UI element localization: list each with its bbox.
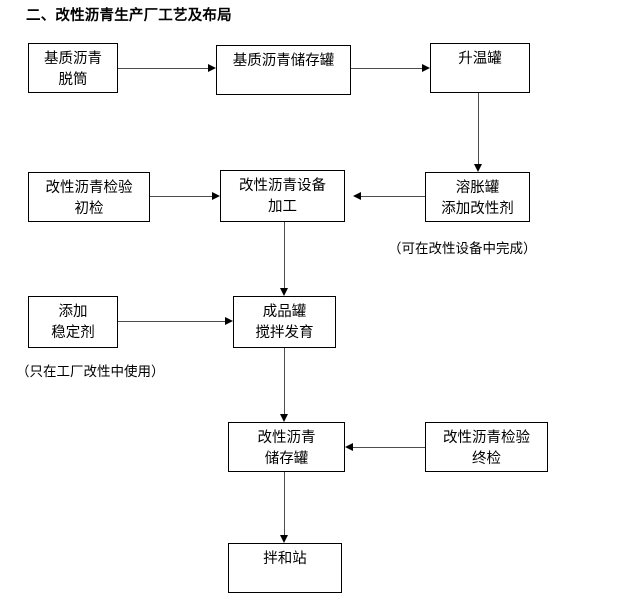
edge-n2-n3-arrowhead bbox=[422, 63, 430, 72]
node-heating-tank[interactable]: 升温罐 bbox=[430, 43, 530, 93]
edge-n3-n6-arrowhead bbox=[473, 164, 482, 172]
node-line: 基质沥青储存罐 bbox=[232, 53, 335, 69]
node-line: 添加 bbox=[58, 304, 88, 320]
edge-n7-n8-arrowhead bbox=[225, 316, 233, 325]
edge-n4-n5-arrowhead bbox=[212, 191, 220, 200]
edge-n7-n8-line bbox=[118, 321, 225, 322]
node-line: 改性沥青检验 bbox=[443, 430, 530, 446]
node-line: 搅拌发育 bbox=[255, 325, 314, 341]
node-modified-asphalt-inspection-final[interactable]: 改性沥青检验 终检 bbox=[425, 422, 548, 472]
edge-n2-n3-line bbox=[351, 68, 422, 69]
edge-n6-n5-line bbox=[361, 196, 425, 197]
node-line: 加工 bbox=[268, 199, 297, 215]
node-line: 初检 bbox=[74, 201, 104, 217]
edge-n1-n2-line bbox=[118, 68, 208, 69]
node-modified-asphalt-equipment-processing[interactable]: 改性沥青设备 加工 bbox=[220, 170, 345, 222]
node-line: 基质沥青 bbox=[44, 51, 102, 67]
node-line: 脱筒 bbox=[58, 72, 88, 88]
edge-n10-n9-arrowhead bbox=[345, 442, 353, 451]
node-add-stabilizer[interactable]: 添加 稳定剂 bbox=[28, 296, 118, 348]
edge-n8-n9-line bbox=[284, 348, 285, 414]
note-only-used-in-factory-modification: （只在工厂改性中使用） bbox=[16, 364, 165, 380]
node-modified-asphalt-storage-tank[interactable]: 改性沥青 储存罐 bbox=[228, 422, 345, 472]
edge-n3-n6-line bbox=[478, 93, 479, 164]
node-line: 改性沥青 bbox=[257, 430, 316, 446]
edge-n9-n11-arrowhead bbox=[279, 535, 288, 543]
node-line: 溶胀罐 bbox=[455, 180, 500, 196]
edge-n5-n8-arrowhead bbox=[279, 288, 288, 296]
node-line: 改性沥青检验 bbox=[45, 180, 133, 196]
node-base-asphalt-unpacking[interactable]: 基质沥青 脱筒 bbox=[28, 43, 118, 93]
edge-n4-n5-line bbox=[150, 196, 212, 197]
node-line: 成品罐 bbox=[262, 304, 307, 320]
node-line: 改性沥青设备 bbox=[239, 178, 326, 194]
node-modified-asphalt-inspection-initial[interactable]: 改性沥青检验 初检 bbox=[28, 172, 150, 222]
edge-n5-n8-line bbox=[284, 222, 285, 288]
node-mixing-station[interactable]: 拌和站 bbox=[228, 543, 342, 593]
page-title: 二、改性沥青生产厂工艺及布局 bbox=[26, 8, 232, 24]
edge-n8-n9-arrowhead bbox=[279, 414, 288, 422]
note-can-be-done-in-modifying-equipment: （可在改性设备中完成） bbox=[388, 241, 537, 257]
node-line: 升温罐 bbox=[458, 51, 502, 67]
node-swelling-tank-add-modifier[interactable]: 溶胀罐 添加改性剂 bbox=[425, 172, 530, 222]
node-line: 稳定剂 bbox=[51, 325, 95, 341]
node-finished-product-tank-stirring[interactable]: 成品罐 搅拌发育 bbox=[233, 296, 336, 348]
edge-n10-n9-line bbox=[353, 447, 425, 448]
node-base-asphalt-storage-tank[interactable]: 基质沥青储存罐 bbox=[216, 45, 351, 95]
node-line: 终检 bbox=[472, 451, 501, 467]
node-line: 添加改性剂 bbox=[441, 201, 514, 217]
node-line: 拌和站 bbox=[263, 551, 307, 567]
edge-n1-n2-arrowhead bbox=[208, 63, 216, 72]
node-line: 储存罐 bbox=[264, 451, 309, 467]
edge-n6-n5-arrowhead bbox=[353, 191, 361, 200]
edge-n9-n11-line bbox=[284, 472, 285, 535]
